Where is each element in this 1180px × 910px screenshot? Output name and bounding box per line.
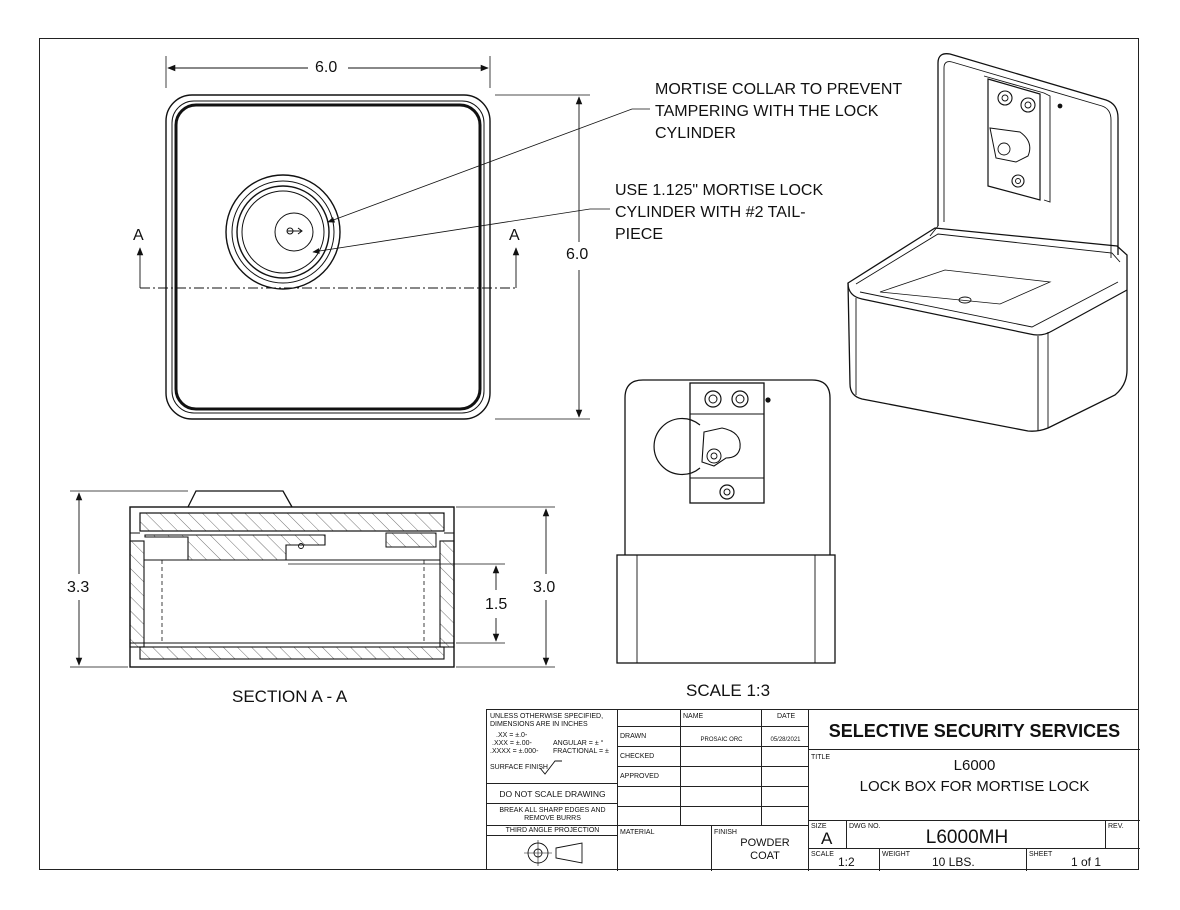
title-label: TITLE (811, 754, 831, 761)
section-marker-right: A (509, 227, 520, 244)
finish-cell: FINISH POWDER COAT (712, 826, 809, 871)
dim-section-total: 3.3 (67, 579, 90, 596)
sheet-label: SHEET (1029, 851, 1053, 858)
dwg-label: DWG NO. (849, 823, 881, 830)
projection-symbol-cell (487, 836, 618, 871)
title-line-1: L6000 (953, 757, 996, 774)
sheet-cell: SHEET 1 of 1 (1027, 849, 1140, 871)
drawn-date: 05/28/2021 (770, 737, 801, 743)
drawn-name: PROSAIC ORC (700, 737, 743, 743)
tol-fractional: FRACTIONAL = ± (553, 748, 609, 755)
leader-lines (312, 108, 650, 254)
rev-label: REV. (1108, 823, 1124, 830)
size-value: A (821, 829, 833, 848)
section-view (129, 490, 455, 668)
header-date: DATE (777, 713, 796, 720)
note-lock-cylinder: USE 1.125" MORTISE LOCK CYLINDER WITH #2… (615, 182, 824, 243)
projection-symbol-icon (524, 840, 583, 866)
weight-cell: WEIGHT 10 LBS. (880, 849, 1027, 871)
row-drawn: DRAWN (620, 733, 647, 740)
weight-value: 10 LBS. (932, 855, 975, 869)
section-cut-line (136, 247, 520, 289)
row-approved: APPROVED (620, 773, 659, 780)
company-name: SELECTIVE SECURITY SERVICES (828, 721, 1121, 741)
top-view (165, 94, 491, 420)
scale-label: SCALE (811, 851, 834, 858)
third-angle: THIRD ANGLE PROJECTION (505, 827, 600, 834)
scale-value: 1:2 (838, 855, 855, 869)
section-view-label: SECTION A - A (232, 687, 348, 706)
note-mortise-collar: MORTISE COLLAR TO PREVENT TAMPERING WITH… (655, 81, 902, 142)
dwg-cell: DWG NO. L6000MH (847, 821, 1106, 849)
dim-section-body: 3.0 (533, 579, 556, 596)
weight-label: WEIGHT (882, 851, 910, 858)
dim-top-width: 6.0 (315, 59, 338, 76)
do-not-scale-cell: DO NOT SCALE DRAWING (487, 784, 618, 804)
size-cell: SIZE A (809, 821, 847, 849)
top-width-dimension (165, 56, 491, 88)
material-cell: MATERIAL (618, 826, 712, 871)
finish-value: POWDER COAT (740, 837, 790, 862)
finish-label: FINISH (714, 829, 737, 836)
header-name: NAME (683, 713, 704, 720)
tol-angular: ANGULAR = ± ° (553, 740, 604, 747)
tol-xx: .XX = ±.0- (496, 732, 528, 739)
size-label: SIZE (811, 823, 827, 830)
title-block: UNLESS OTHERWISE SPECIFIED, DIMENSIONS A… (486, 709, 1140, 871)
title-line-2: LOCK BOX FOR MORTISE LOCK (859, 778, 1090, 795)
top-height-dimension (495, 94, 590, 420)
scale-view (616, 379, 836, 664)
break-edges-cell: BREAK ALL SHARP EDGES AND REMOVE BURRS (487, 804, 618, 826)
material-label: MATERIAL (620, 829, 655, 836)
isometric-view (847, 53, 1128, 432)
row-checked: CHECKED (620, 753, 655, 760)
tol-xxx: .XXX = ±.00- (492, 740, 532, 747)
dwg-value: L6000MH (925, 827, 1009, 848)
tolerance-text: UNLESS OTHERWISE SPECIFIED, DIMENSIONS A… (490, 713, 604, 728)
scale-view-label: SCALE 1:3 (686, 681, 771, 700)
tolerance-cell: UNLESS OTHERWISE SPECIFIED, DIMENSIONS A… (487, 710, 618, 784)
section-dimensions (70, 490, 555, 668)
break-edges: BREAK ALL SHARP EDGES AND REMOVE BURRS (499, 807, 606, 822)
third-angle-cell: THIRD ANGLE PROJECTION (487, 826, 618, 836)
section-marker-left: A (133, 227, 144, 244)
tol-xxxx: .XXXX = ±.000- (490, 748, 539, 755)
dim-section-inner: 1.5 (485, 596, 508, 613)
do-not-scale: DO NOT SCALE DRAWING (499, 789, 606, 799)
scale-cell: SCALE 1:2 (809, 849, 880, 871)
company-cell: SELECTIVE SECURITY SERVICES (809, 710, 1140, 750)
rev-cell: REV. (1106, 821, 1140, 849)
dim-top-height: 6.0 (566, 246, 589, 263)
title-cell: TITLE L6000 LOCK BOX FOR MORTISE LOCK (809, 750, 1140, 821)
sheet-value: 1 of 1 (1071, 855, 1102, 869)
surface-finish: SURFACE FINISH (490, 764, 548, 771)
surface-finish-symbol (539, 760, 562, 775)
